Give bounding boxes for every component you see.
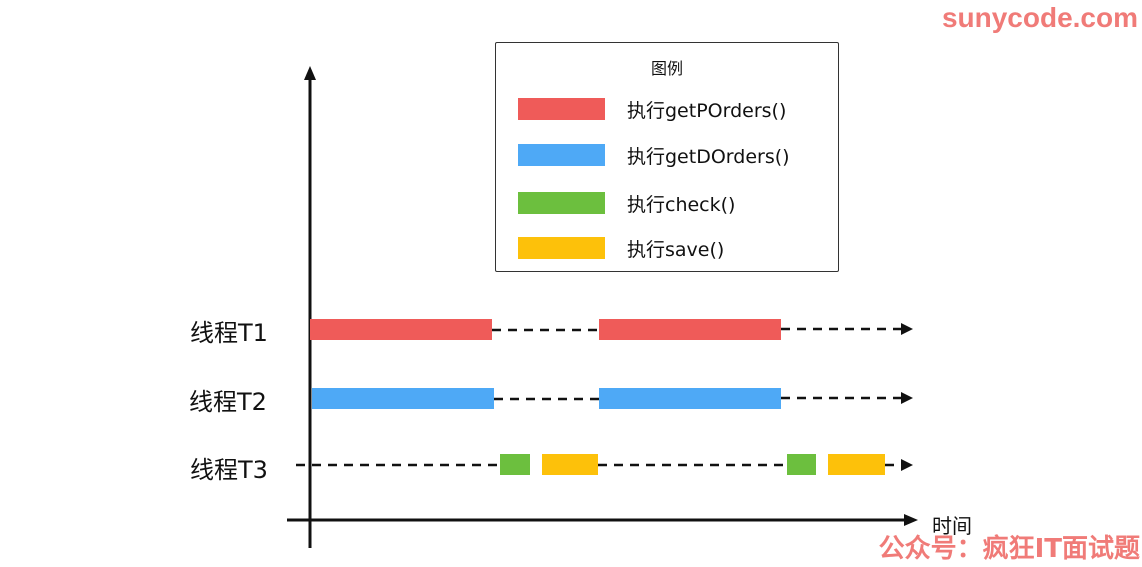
legend-item-getdorders: 执行getDOrders() xyxy=(518,143,790,168)
legend-swatch-getdorders xyxy=(518,144,605,166)
t3-check-bar-1 xyxy=(500,454,530,475)
t3-check-bar-2 xyxy=(787,454,816,475)
thread-label-t1: 线程T1 xyxy=(190,319,268,347)
legend-label-getporders: 执行getPOrders() xyxy=(627,99,787,122)
watermark-site: sunycode.com xyxy=(941,2,1138,33)
t1-arrow xyxy=(901,323,913,335)
watermark-wechat: 公众号：疯狂IT面试题 xyxy=(878,534,1140,564)
thread-label-t2: 线程T2 xyxy=(189,388,267,416)
legend-item-save: 执行save() xyxy=(518,236,725,261)
t1-getporders-bar-2 xyxy=(599,319,781,340)
t3-arrow xyxy=(901,459,913,471)
t2-arrow xyxy=(901,392,913,404)
t3-save-bar-2 xyxy=(828,454,885,475)
legend-item-getporders: 执行getPOrders() xyxy=(518,97,787,122)
legend-swatch-save xyxy=(518,237,605,259)
t2-getdorders-bar-1 xyxy=(312,388,494,409)
legend-label-getdorders: 执行getDOrders() xyxy=(627,145,790,168)
x-axis-arrow xyxy=(904,514,918,526)
legend-swatch-check xyxy=(518,192,605,214)
y-axis-arrow xyxy=(304,66,316,80)
t3-save-bar-1 xyxy=(542,454,598,475)
t1-getporders-bar-1 xyxy=(310,319,492,340)
legend-swatch-getporders xyxy=(518,98,605,120)
x-axis-label: 时间 xyxy=(932,514,972,538)
thread-label-t3: 线程T3 xyxy=(190,456,268,484)
legend-item-check: 执行check() xyxy=(518,191,736,216)
legend-label-save: 执行save() xyxy=(627,238,725,261)
legend: 图例 执行getPOrders() 执行getDOrders() 执行check… xyxy=(495,42,839,272)
legend-title: 图例 xyxy=(650,59,683,78)
legend-label-check: 执行check() xyxy=(627,193,736,216)
t2-getdorders-bar-2 xyxy=(599,388,781,409)
